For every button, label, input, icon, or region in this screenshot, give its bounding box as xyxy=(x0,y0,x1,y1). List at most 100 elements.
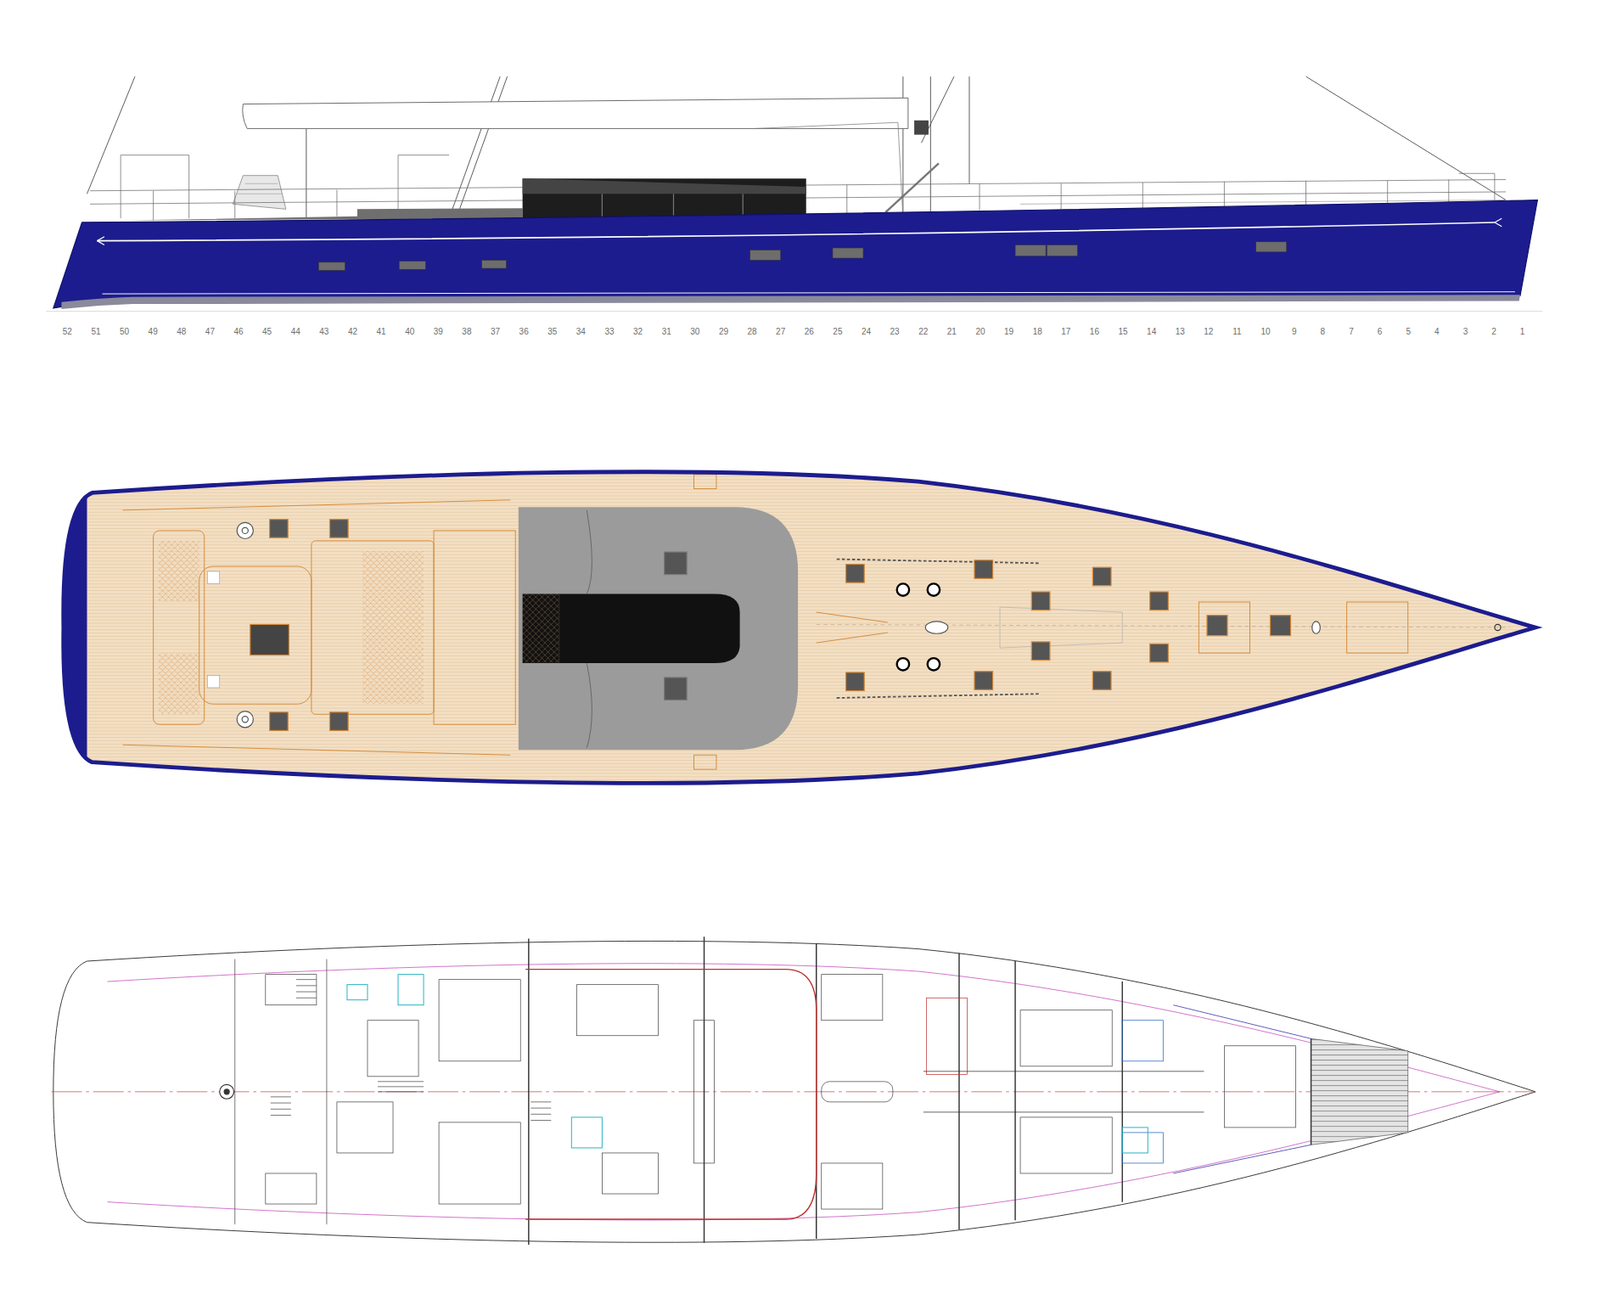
cove-stripe xyxy=(97,222,1495,242)
deck-hatches-part xyxy=(269,712,289,731)
joinery-part xyxy=(601,1152,658,1194)
station-number: 44 xyxy=(291,327,301,337)
baseline xyxy=(45,310,1543,312)
joinery-part xyxy=(1122,1132,1163,1163)
deck-fittings-part xyxy=(158,540,200,602)
joinery-part xyxy=(1020,1010,1112,1067)
joinery-part xyxy=(265,974,317,1005)
deck-hatches-part xyxy=(1031,591,1050,611)
deck-plan-part xyxy=(63,471,1536,784)
deck-plan xyxy=(61,471,1535,784)
winches-part xyxy=(925,621,948,634)
deck-fittings-part-part xyxy=(433,530,516,725)
joinery-part xyxy=(367,1020,419,1077)
station-number: 13 xyxy=(1175,327,1185,337)
station-number: 38 xyxy=(461,327,472,337)
joinery-part xyxy=(821,1162,883,1209)
deck-hatches-part xyxy=(250,623,290,655)
deck-plan-part xyxy=(586,510,592,748)
rigging-part xyxy=(1306,76,1507,200)
station-number: 29 xyxy=(718,327,729,337)
deck-outline xyxy=(63,471,1536,784)
bimini xyxy=(232,175,286,210)
station-number: 23 xyxy=(890,327,900,337)
deck-plan-part xyxy=(207,571,219,584)
deck-fittings-part xyxy=(999,606,1123,648)
deck-hatches-part xyxy=(1269,615,1291,636)
mainsail-boom xyxy=(242,97,909,129)
joinery-part xyxy=(235,959,327,1224)
stairs xyxy=(270,979,551,1121)
forepeak xyxy=(1311,1038,1409,1145)
joinery-part xyxy=(1020,1117,1112,1174)
station-number: 7 xyxy=(1348,327,1354,337)
rigging-part xyxy=(968,76,970,184)
deck-fittings-part xyxy=(362,550,424,704)
boot-stripe xyxy=(61,294,1520,309)
joinery-part xyxy=(694,1020,715,1163)
deck-plan-part xyxy=(522,593,560,663)
station-number: 10 xyxy=(1261,327,1271,337)
deck-hatches-part xyxy=(846,672,865,691)
winches-part xyxy=(897,657,910,670)
winches-part xyxy=(927,583,940,596)
station-number: 43 xyxy=(319,327,329,337)
deck-plan-part xyxy=(558,593,560,663)
deck-hatches-part xyxy=(974,671,994,691)
joinery-part xyxy=(821,1081,893,1102)
station-number: 16 xyxy=(1089,327,1100,337)
joinery-part xyxy=(438,979,521,1062)
station-number: 18 xyxy=(1032,327,1043,337)
joinery-part xyxy=(576,984,658,1036)
station-number: 6 xyxy=(1377,327,1383,337)
deck-plan-part xyxy=(207,675,219,688)
deck-hatches-part xyxy=(1207,615,1228,636)
joinery xyxy=(235,959,1312,1224)
joinery-part xyxy=(1122,1020,1163,1062)
station-number: 25 xyxy=(832,327,843,337)
deck-hatches xyxy=(250,519,1292,731)
fixtures-part xyxy=(347,984,368,1000)
fixtures-part xyxy=(398,974,424,1005)
station-number: 47 xyxy=(205,327,215,337)
stairs-part xyxy=(296,979,317,999)
winches-part xyxy=(241,716,248,723)
stairs-part xyxy=(530,1101,551,1121)
portlights-part xyxy=(1256,241,1287,253)
deck-fittings-part-part xyxy=(199,566,312,704)
joinery-part xyxy=(525,969,816,1219)
deck-fittings xyxy=(61,474,1510,776)
station-number: 15 xyxy=(1117,327,1128,337)
rudder-stock xyxy=(219,1083,235,1099)
joinery-part xyxy=(265,1173,317,1204)
deck-fittings-part-part xyxy=(816,611,888,643)
rigging-part xyxy=(456,76,508,219)
station-number: 9 xyxy=(1291,327,1297,337)
winches-part xyxy=(1312,621,1321,634)
station-number: 27 xyxy=(775,327,786,337)
rigging-part xyxy=(449,76,500,219)
deck-hatches-part xyxy=(664,551,687,574)
rigging-part xyxy=(86,76,135,194)
profile-view-part xyxy=(102,291,1516,294)
station-number: 32 xyxy=(633,327,643,337)
station-number: 41 xyxy=(376,327,387,337)
station-number: 28 xyxy=(747,327,758,337)
deck-fittings-part-part xyxy=(694,474,717,489)
portlights-part xyxy=(750,249,781,260)
deck-fittings-part-part xyxy=(153,530,205,725)
lifelines-part xyxy=(1459,173,1495,200)
deck-hatches-part xyxy=(1092,671,1112,691)
fixtures xyxy=(347,974,1148,1153)
deck-hatches-part xyxy=(269,519,289,539)
portlights-part xyxy=(832,247,864,259)
rigging-part xyxy=(305,120,307,219)
interior-plan xyxy=(50,936,1536,1245)
station-number: 30 xyxy=(690,327,700,337)
winches-part xyxy=(241,527,248,534)
profile-view xyxy=(45,76,1543,311)
fixtures-part xyxy=(571,1117,602,1148)
deck-hatches-part xyxy=(846,564,865,584)
deck-hatches-part xyxy=(1150,643,1169,663)
